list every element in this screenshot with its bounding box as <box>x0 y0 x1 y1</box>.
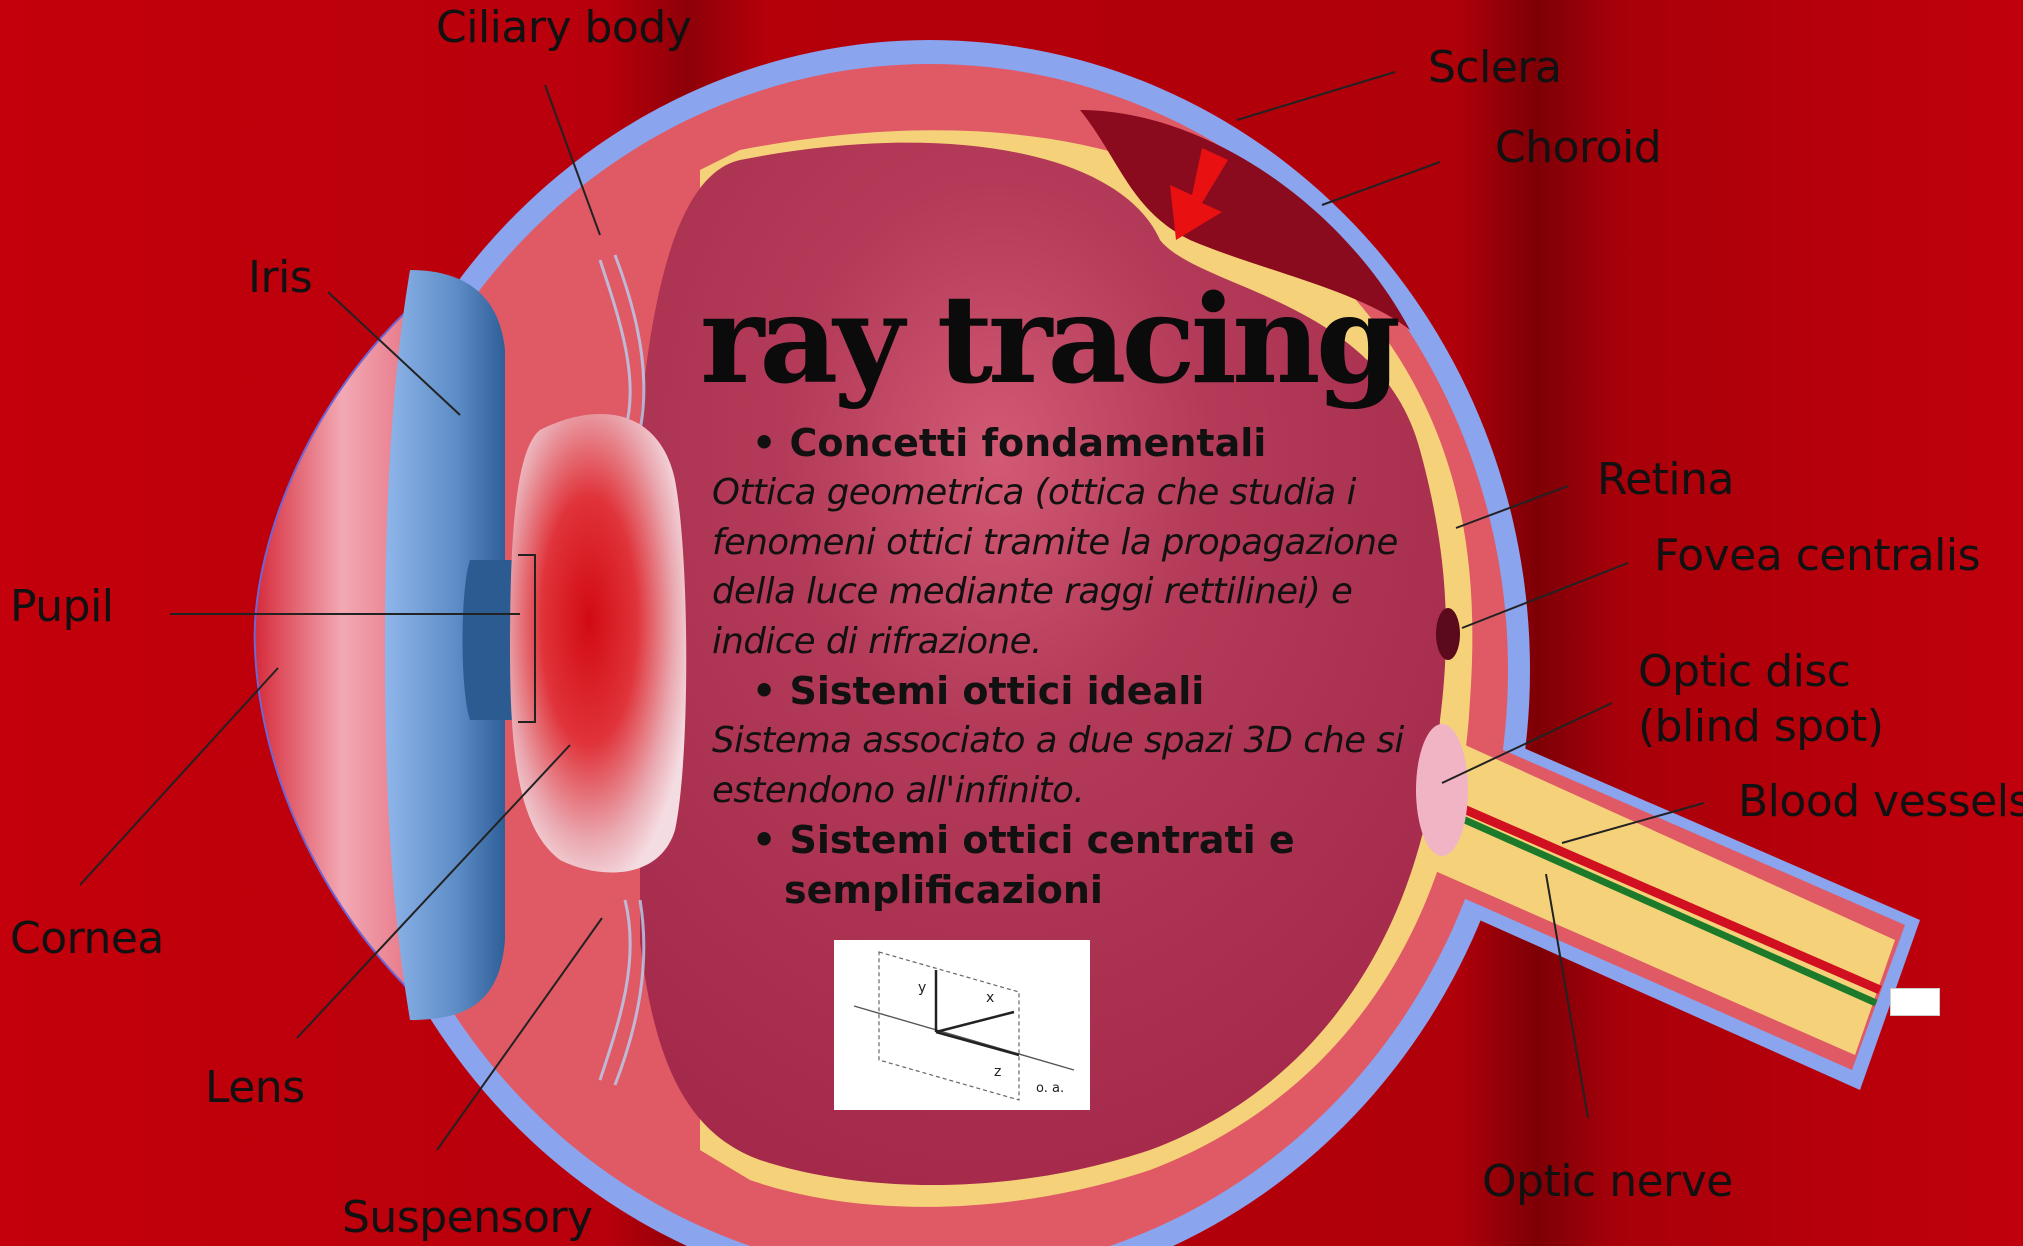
label-ciliary-body: Ciliary body <box>436 6 691 50</box>
axis-z-label: z <box>994 1064 1001 1080</box>
label-choroid: Choroid <box>1495 126 1661 170</box>
optical-axis-label: o. a. <box>1036 1081 1064 1096</box>
label-cornea: Cornea <box>10 917 164 961</box>
label-retina: Retina <box>1597 458 1734 502</box>
section1-heading: • Concetti fondamentali <box>748 418 1432 468</box>
label-iris: Iris <box>248 256 312 300</box>
section1-text: Ottica geometrica (ottica che studia i f… <box>712 468 1432 666</box>
axis-y-label: y <box>918 980 926 996</box>
coordinate-axes-diagram: y x z o. a. <box>834 940 1090 1110</box>
coordinate-figure: y x z o. a. <box>834 940 1090 1110</box>
label-optic-disc-line1: Optic disc <box>1638 650 1851 694</box>
label-lens: Lens <box>205 1066 305 1110</box>
label-blood-vessels: Blood vessels <box>1738 780 2023 824</box>
axis-x-label: x <box>986 990 994 1006</box>
label-suspensory: Suspensory <box>342 1196 593 1240</box>
label-fovea-centralis: Fovea centralis <box>1654 534 1980 578</box>
thumbnail-image <box>1890 988 1940 1016</box>
section2-heading: • Sistemi ottici ideali <box>748 666 1432 716</box>
content-block: • Concetti fondamentali Ottica geometric… <box>712 418 1432 915</box>
lens-shape <box>510 414 686 872</box>
label-pupil: Pupil <box>10 585 114 629</box>
fovea <box>1436 608 1460 660</box>
section3-heading: • Sistemi ottici centrati e semplificazi… <box>748 815 1432 915</box>
page-title: ray tracing <box>700 278 1396 400</box>
section2-text: Sistema associato a due spazi 3D che si … <box>712 716 1432 815</box>
label-optic-nerve: Optic nerve <box>1482 1160 1733 1204</box>
label-optic-disc-line2: (blind spot) <box>1638 705 1884 749</box>
label-sclera: Sclera <box>1428 46 1561 90</box>
